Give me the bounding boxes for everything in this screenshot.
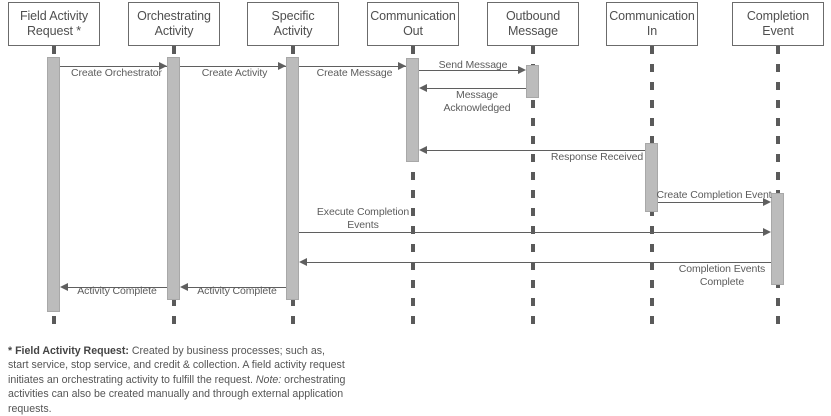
message-line-send-message [419,70,518,71]
footnote-separator: : [125,345,129,357]
activation-orchestrating-activity [167,57,180,300]
arrow-head-completion-events-complete [299,257,307,266]
arrow-head-create-completion-event [763,197,771,206]
activation-communication-in [645,143,658,212]
arrow-head-send-message [518,65,526,74]
message-line-execute-completion-events [299,232,763,233]
message-line-create-orchestrator [60,66,167,67]
activation-communication-out [406,58,419,162]
footnote-note-label: Note: [255,373,282,386]
message-label-activity-complete-specific: Activity Complete [197,285,277,297]
activation-outbound-message [526,65,539,98]
arrow-head-create-orchestrator [159,61,167,70]
arrow-head-activity-complete-specific [180,282,188,291]
activation-field-activity-request [47,57,60,312]
message-line-create-activity [180,66,286,67]
footnote: * Field Activity Request: Created by bus… [8,344,348,416]
message-line-activity-complete-orchestrating [68,287,167,288]
message-line-create-message [299,66,406,67]
arrow-head-activity-complete-orchestrating [60,282,68,291]
arrow-head-response-received [419,145,427,154]
lifeline-communication-out [411,46,415,334]
footnote-body: Created by business processes; such as, … [8,345,345,386]
message-line-message-acknowledged [427,88,526,89]
arrow-head-message-acknowledged [419,83,427,92]
activation-completion-event [771,193,784,285]
message-label-activity-complete-orchestrating: Activity Complete [77,285,157,297]
lifeline-outbound-message [531,46,535,334]
message-line-create-completion-event [658,202,763,203]
message-line-activity-complete-specific [188,287,286,288]
message-label-create-message: Create Message [316,67,393,79]
message-label-create-activity: Create Activity [201,67,268,79]
arrow-head-create-activity [278,61,286,70]
message-line-response-received [427,150,645,151]
message-label-response-received: Response Received [550,151,644,163]
message-line-completion-events-complete [307,262,771,263]
footnote-note-body: orchestrating activities can also be cre… [8,373,346,415]
message-label-send-message: Send Message [438,59,508,71]
message-label-create-orchestrator: Create Orchestrator [71,67,162,79]
lifeline-completion-event [776,46,780,334]
footnote-term: Field Activity Request [15,345,126,357]
arrow-head-create-message [398,61,406,70]
footnote-marker: * [8,345,13,357]
arrow-head-execute-completion-events [763,227,771,236]
activation-specific-activity [286,57,299,300]
message-label-create-completion-event: Create Completion Event [656,189,772,201]
